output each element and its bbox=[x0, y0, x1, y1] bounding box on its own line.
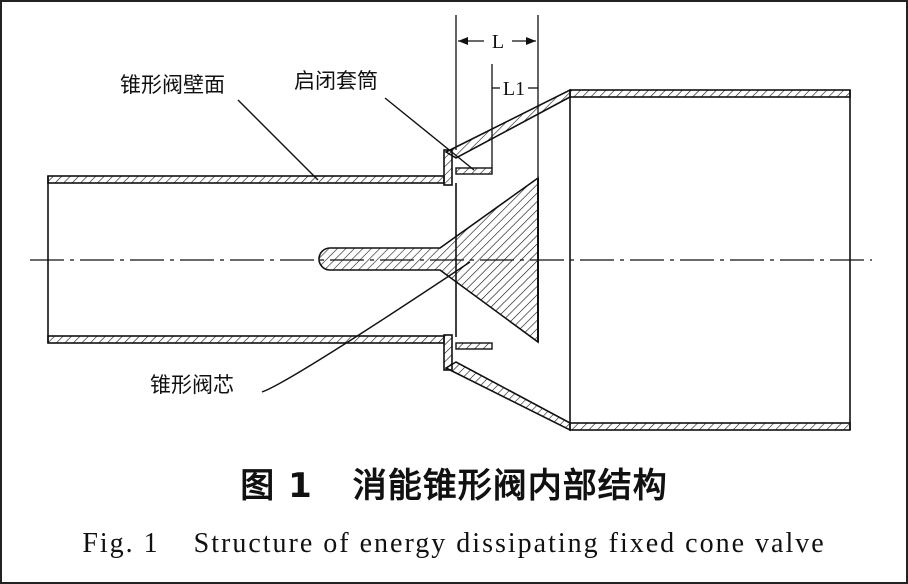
sleeve-parts bbox=[455, 167, 493, 350]
outlet-pipe-top-wall bbox=[569, 89, 851, 98]
label-core-text: 锥形阀芯 bbox=[150, 373, 234, 397]
caption-english: Fig. 1 Structure of energy dissipating fi… bbox=[0, 528, 908, 560]
leader-sleeve bbox=[384, 97, 475, 171]
caption-chinese: 图 1 消能锥形阀内部结构 bbox=[0, 458, 908, 507]
dimension-l: L bbox=[455, 15, 539, 178]
leader-wall bbox=[237, 99, 319, 181]
label-sleeve-text: 启闭套筒 bbox=[294, 69, 378, 93]
dimension-l1: L1 bbox=[491, 64, 538, 168]
inlet-pipe-bottom-wall bbox=[47, 335, 445, 344]
leader-core bbox=[261, 261, 471, 393]
flange-bottom bbox=[443, 334, 453, 371]
caption-cn-figure-number: 图 1 bbox=[240, 466, 313, 506]
dim-arrow-l-right bbox=[526, 37, 536, 45]
sleeve-top bbox=[455, 167, 493, 175]
dim-arrow-l-left bbox=[458, 37, 468, 45]
dim-label-l: L bbox=[492, 31, 504, 53]
caption-cn-title: 消能锥形阀内部结构 bbox=[352, 466, 668, 506]
label-sleeve: 启闭套筒 bbox=[294, 69, 475, 171]
caption-en-title: Structure of energy dissipating fixed co… bbox=[193, 528, 826, 559]
label-wall: 锥形阀壁面 bbox=[120, 73, 319, 181]
outlet-pipe-bottom-wall bbox=[569, 422, 851, 431]
dim-label-l1: L1 bbox=[503, 78, 525, 100]
sleeve-bottom bbox=[455, 342, 493, 350]
cone-wall-bottom bbox=[444, 361, 571, 432]
flange-top bbox=[443, 149, 453, 186]
caption-en-figure-number: Fig. 1 bbox=[82, 528, 160, 559]
cone-wall-top bbox=[444, 88, 571, 159]
cone-core-shape bbox=[318, 176, 539, 344]
inlet-pipe-top-wall bbox=[47, 175, 445, 184]
label-core: 锥形阀芯 bbox=[150, 261, 471, 397]
outlet-body bbox=[444, 88, 851, 432]
label-wall-text: 锥形阀壁面 bbox=[120, 73, 225, 97]
